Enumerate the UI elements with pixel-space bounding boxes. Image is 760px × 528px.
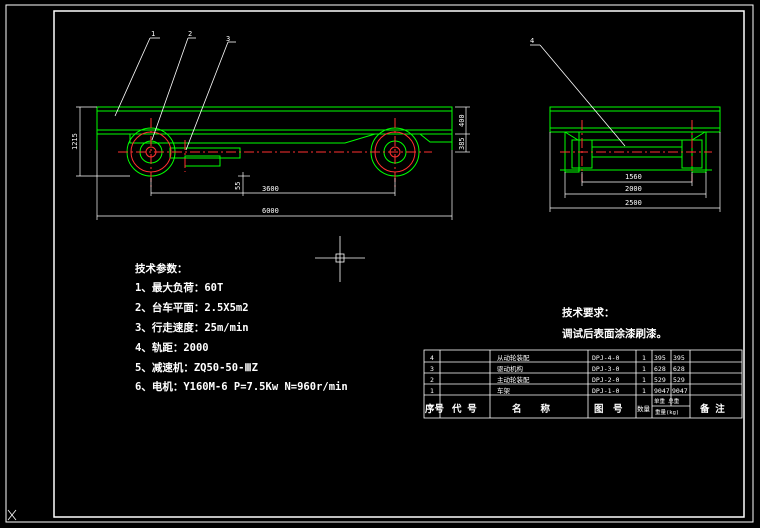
params-title: 技术参数： (135, 262, 188, 275)
row3-drawing: DPJ-2-0 (592, 376, 619, 384)
row3-qty: 1 (642, 376, 646, 384)
technical-parameters: 技术参数： 1、最大负荷：60T 2、台车平面：2.5X5m2 3、行走速度：2… (135, 262, 348, 393)
dim-overall-width: 2500 (625, 199, 642, 207)
requirements-line: 调试后表面涂漆刷漆。 (562, 327, 667, 340)
row3-name: 主动轮装配 (497, 375, 530, 384)
end-view-frame (549, 106, 721, 173)
parts-table-grid (423, 349, 743, 419)
drawing-border (5, 4, 754, 523)
dim-inner-width: 2000 (625, 185, 642, 193)
header-weight-unit: 重量(kg) (655, 408, 679, 416)
leader-label-3: 3 (226, 35, 230, 43)
header-qty: 数量 (637, 404, 651, 413)
row2-w1: 628 (654, 365, 666, 373)
end-view-dimension-lines (549, 132, 721, 212)
side-view-dimension-lines (76, 106, 470, 220)
end-view-leader (530, 44, 626, 147)
row2-w2: 628 (673, 365, 685, 373)
dim-wheelbase: 3600 (262, 185, 279, 193)
row1-drawing: DPJ-4-0 (592, 354, 619, 362)
param-item-2: 2、台车平面：2.5X5m2 (135, 301, 249, 314)
dim-wheel-drop: 55 (234, 182, 242, 190)
param-item-4: 4、轨距：2000 (135, 341, 209, 354)
row2-qty: 1 (642, 365, 646, 373)
row4-no: 1 (430, 387, 434, 395)
param-item-1: 1、最大负荷：60T (135, 281, 223, 294)
leader-label-1: 1 (151, 30, 155, 38)
requirements-title: 技术要求： (562, 306, 615, 319)
parts-list-table: 4 从动轮装配 DPJ-4-0 1 395 395 3 驱动机构 DPJ-3-0… (423, 349, 743, 419)
dim-total-height: 1215 (71, 133, 79, 150)
dim-axle-height: 385 (458, 137, 466, 150)
row2-name: 驱动机构 (497, 364, 524, 373)
side-view-centerlines (118, 118, 432, 190)
crosshair-cursor (315, 236, 365, 282)
row2-no: 3 (430, 365, 434, 373)
technical-requirements: 技术要求： 调试后表面涂漆刷漆。 (562, 306, 667, 340)
side-view-leaders (114, 37, 236, 151)
row1-no: 4 (430, 354, 434, 362)
dim-track: 1560 (625, 173, 642, 181)
row4-w1: 9047 (654, 387, 670, 395)
leader-label-2: 2 (188, 30, 192, 38)
header-name: 名 称 (512, 403, 551, 415)
row4-drawing: DPJ-1-0 (592, 387, 619, 395)
side-view: 1 2 3 1215 400 385 55 3600 6000 (71, 30, 470, 220)
row3-no: 2 (430, 376, 434, 384)
param-item-3: 3、行走速度：25m/min (135, 321, 249, 334)
row3-w1: 529 (654, 376, 666, 384)
leader-label-4: 4 (530, 37, 534, 45)
row4-qty: 1 (642, 387, 646, 395)
header-drawing: 图 号 (594, 404, 623, 415)
header-no: 序号 (425, 403, 445, 415)
ucs-icon (7, 509, 17, 521)
row3-w2: 529 (673, 376, 685, 384)
param-item-5: 5、减速机：ZQ50-50-ⅢZ (135, 361, 258, 374)
row2-drawing: DPJ-3-0 (592, 365, 619, 373)
dim-deck-height: 400 (458, 114, 466, 127)
row4-name: 车架 (497, 386, 511, 395)
row1-w1: 395 (654, 354, 666, 362)
header-code: 代 号 (451, 403, 477, 415)
header-weight: 单重 总重 (654, 397, 680, 405)
dim-overall-length: 6000 (262, 207, 279, 215)
end-view: 4 1560 2000 2500 (530, 37, 721, 212)
end-view-centerlines (560, 120, 712, 182)
row1-qty: 1 (642, 354, 646, 362)
row1-w2: 395 (673, 354, 685, 362)
row1-name: 从动轮装配 (497, 353, 530, 362)
header-remark: 备 注 (699, 403, 725, 415)
param-item-6: 6、电机：Y160M-6 P=7.5Kw N=960r/min (135, 380, 348, 393)
row4-w2: 9047 (672, 387, 688, 395)
